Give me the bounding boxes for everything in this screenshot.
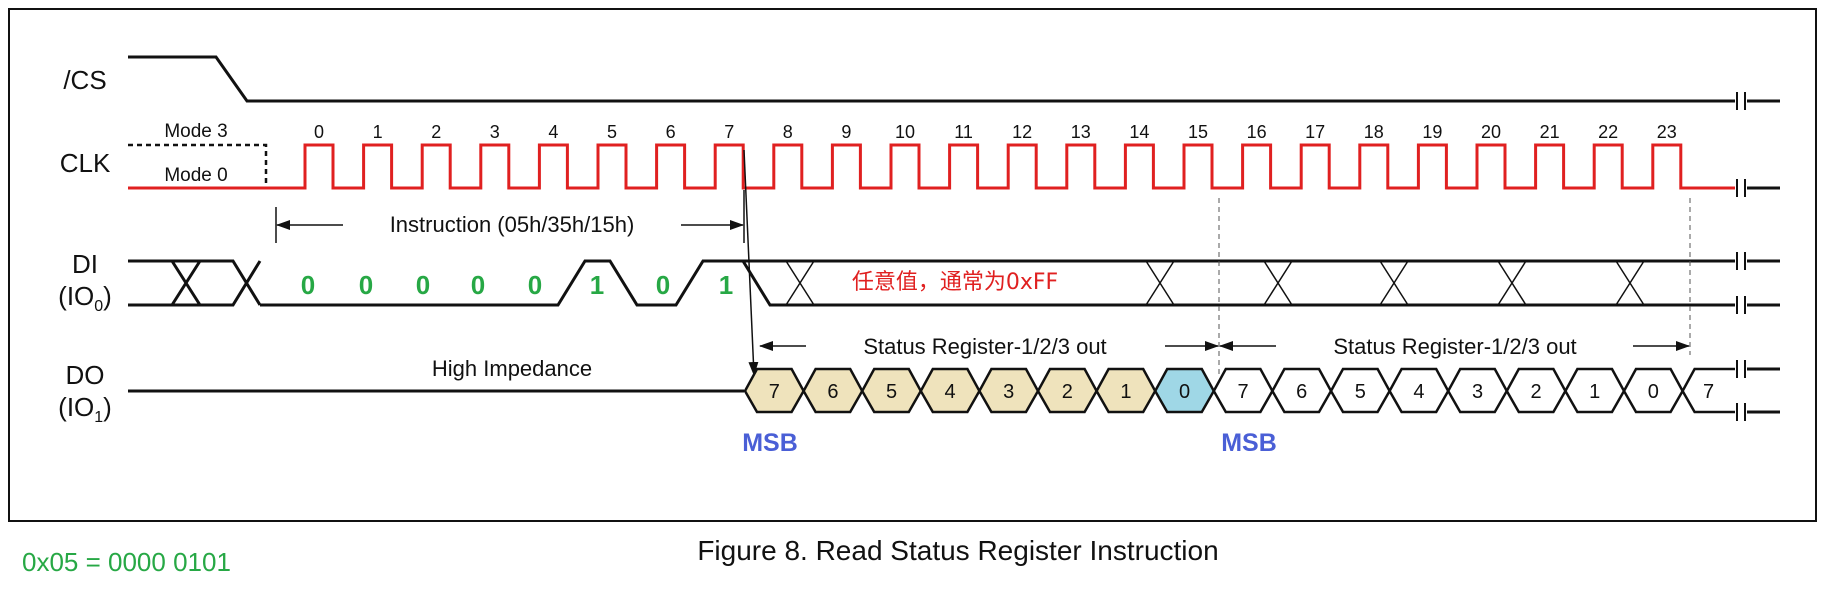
clk-cycle-number: 3: [490, 122, 500, 142]
do-bit-label: 4: [1413, 381, 1424, 403]
do-tail: [1747, 367, 1780, 414]
status2-label: Status Register-1/2/3 out: [1333, 334, 1576, 359]
clk-cycle-number: 4: [548, 122, 558, 142]
clk-cycle-number: 18: [1364, 122, 1384, 142]
do-pin-label: (IO1): [58, 392, 112, 426]
clk-cycle-number: 22: [1598, 122, 1618, 142]
do-bit-label: 7: [769, 381, 780, 403]
do-break-marks: [1736, 360, 1746, 421]
instruction-bit: 1: [590, 270, 604, 300]
mode3-dashed-line: [128, 143, 268, 186]
clk-cycle-number: 9: [841, 122, 851, 142]
do-bit-label: 2: [1062, 381, 1073, 403]
clk-break-mark: [1736, 179, 1746, 197]
status1-label: Status Register-1/2/3 out: [863, 334, 1106, 359]
di-dont-care-crossings: [785, 260, 1645, 306]
do-bit-label: 2: [1531, 381, 1542, 403]
clk-cycle-number: 15: [1188, 122, 1208, 142]
clk-cycle-number: 20: [1481, 122, 1501, 142]
do-label: DO: [66, 360, 105, 390]
clk-cycle-number: 8: [783, 122, 793, 142]
instruction-bit: 0: [471, 270, 485, 300]
diagram-frame: [8, 8, 1817, 522]
clk-cycle-number: 1: [373, 122, 383, 142]
clk-cycle-number: 10: [895, 122, 915, 142]
di-pre-instruction-dont-care: [128, 259, 262, 307]
clk-cycle-number: 16: [1247, 122, 1267, 142]
msb-marker-2: MSB: [1221, 429, 1277, 457]
mode0-label: Mode 0: [164, 165, 227, 186]
di-dont-care-note: 任意值，通常为0xFF: [852, 270, 1058, 295]
clk-cycle-number: 14: [1129, 122, 1149, 142]
clk-cycle-number: 12: [1012, 122, 1032, 142]
do-bit-label: 3: [1472, 381, 1483, 403]
do-trailing-bit-label: 7: [1703, 381, 1714, 403]
clk-cycle-number: 2: [431, 122, 441, 142]
do-bit-label: 1: [1589, 381, 1600, 403]
di-dont-care-x: [785, 260, 815, 306]
di-label: DI: [72, 249, 98, 279]
instruction-bit: 0: [528, 270, 542, 300]
di-pin-label: (IO0): [58, 281, 112, 315]
mode3-label: Mode 3: [164, 121, 227, 142]
clk-cycle-number: 23: [1657, 122, 1677, 142]
di-dont-care-x: [1263, 260, 1293, 306]
di-dont-care-x: [1379, 260, 1409, 306]
do-bit-label: 1: [1120, 381, 1131, 403]
clk-cycle-number: 21: [1540, 122, 1560, 142]
clk-cycle-number: 7: [724, 122, 734, 142]
do-trailing-cell: [1681, 367, 1735, 414]
do-bit-label: 0: [1179, 381, 1190, 403]
do-bit-label: 4: [945, 381, 956, 403]
do-bit-label: 5: [1355, 381, 1366, 403]
di-break-marks: [1736, 252, 1746, 314]
di-tail: [1747, 259, 1780, 307]
clk-waveform: [128, 143, 1735, 190]
figure-caption: Figure 8. Read Status Register Instructi…: [697, 535, 1218, 566]
di-dont-care-x: [1497, 260, 1527, 306]
clk-cycle-number: 11: [954, 122, 973, 142]
instruction-bit: 0: [656, 270, 670, 300]
cs-waveform: [128, 55, 1735, 103]
do-bit-label: 5: [886, 381, 897, 403]
high-impedance-label: High Impedance: [432, 356, 592, 381]
cs-break-mark: [1736, 92, 1746, 110]
do-bit-label: 6: [1296, 381, 1307, 403]
di-dont-care-x: [1615, 260, 1645, 306]
clk7-to-do-guide: [743, 149, 759, 376]
di-dont-care-x: [1145, 260, 1175, 306]
clk-cycle-number: 19: [1422, 122, 1442, 142]
instruction-bit: 0: [416, 270, 430, 300]
do-bit-label: 7: [1238, 381, 1249, 403]
instruction-bit: 0: [301, 270, 315, 300]
clk-label: CLK: [60, 148, 111, 178]
clk-cycle-number: 6: [666, 122, 676, 142]
clk-cycle-number: 5: [607, 122, 617, 142]
instruction-label: Instruction (05h/35h/15h): [390, 212, 635, 237]
instruction-bit: 1: [719, 270, 733, 300]
instruction-bit: 0: [359, 270, 373, 300]
hex-conversion-note: 0x05 = 0000 0101: [22, 547, 231, 577]
clk-cycle-number: 13: [1071, 122, 1091, 142]
clk-cycle-number: 17: [1305, 122, 1325, 142]
cs-label: /CS: [63, 65, 106, 95]
do-bit-label: 6: [827, 381, 838, 403]
do-bit-label: 0: [1648, 381, 1659, 403]
do-bit-label: 3: [1003, 381, 1014, 403]
clk-cycle-number: 0: [314, 122, 324, 142]
di-instruction-waveform: [260, 259, 1735, 307]
msb-marker-1: MSB: [742, 429, 798, 457]
